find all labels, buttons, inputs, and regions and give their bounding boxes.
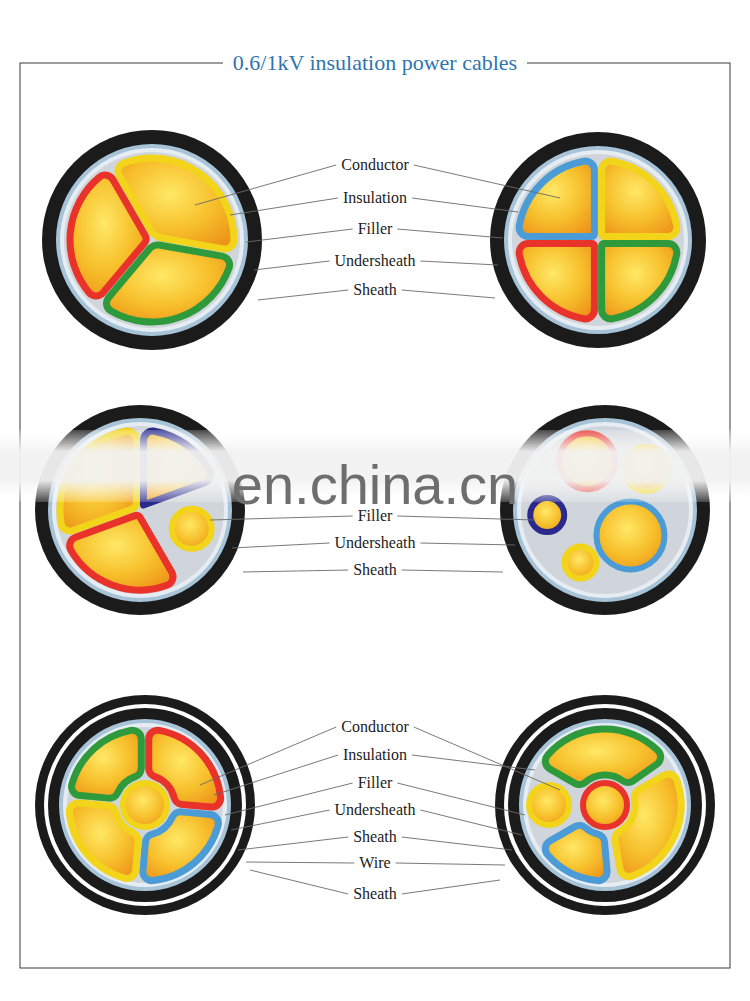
undersheath [58, 146, 246, 334]
leader-line [412, 755, 535, 770]
leader-line [412, 198, 518, 212]
frame [20, 63, 730, 968]
leader-line [420, 810, 522, 835]
leader-line [402, 880, 500, 894]
sector-core [602, 161, 677, 236]
round-core [123, 783, 167, 827]
leader-line [231, 810, 330, 830]
sector-core [519, 161, 594, 236]
leader-line [250, 870, 348, 894]
outer-sheath [490, 132, 706, 348]
leader-line [230, 198, 338, 215]
part-label: Insulation [343, 746, 407, 764]
round-core [172, 509, 212, 549]
leader-line [414, 727, 560, 790]
leader-line [254, 261, 330, 270]
cable-section [42, 130, 262, 350]
leader-line [397, 229, 503, 238]
leader-line [402, 290, 495, 298]
leader-line [225, 783, 353, 815]
leader-line [402, 570, 503, 572]
outer-sheath [42, 130, 262, 350]
leader-line [246, 862, 354, 863]
leader-line [258, 290, 348, 300]
leader-line [200, 727, 336, 785]
leader-line [210, 516, 353, 520]
sector-core [615, 774, 681, 877]
sector-core [545, 729, 660, 785]
sector-core [70, 515, 173, 590]
title: 0.6/1kV insulation power cables [223, 50, 527, 76]
outer-sheath [35, 695, 255, 915]
filler [527, 727, 683, 883]
undersheath [521, 721, 689, 889]
part-label: Sheath [353, 828, 397, 846]
part-label: Filler [358, 774, 393, 792]
cable-section [490, 132, 706, 348]
part-label: Conductor [341, 718, 409, 736]
leader-line [396, 863, 505, 865]
part-label: Conductor [341, 156, 409, 174]
part-label: Filler [358, 507, 393, 525]
inner-sheath [48, 708, 242, 902]
leader-line [232, 543, 330, 548]
outer-sheath [495, 695, 715, 915]
part-label: Wire [359, 854, 390, 872]
filler [64, 152, 240, 328]
leader-line [414, 165, 560, 198]
watermark: en.china.cn [232, 457, 518, 513]
leader-line [402, 837, 512, 850]
leader-line [397, 516, 535, 520]
round-core [583, 783, 627, 827]
filler [67, 727, 223, 883]
part-label: Undersheath [335, 252, 416, 270]
cable-section [35, 695, 255, 915]
part-label: Undersheath [335, 534, 416, 552]
sector-core [602, 244, 677, 319]
leader-line [195, 165, 336, 205]
armour-wire [504, 704, 706, 906]
leader-line [420, 261, 498, 265]
part-label: Sheath [353, 885, 397, 903]
sector-core [545, 825, 607, 880]
part-label: Insulation [343, 189, 407, 207]
inner-sheath [508, 708, 702, 902]
leader-line [420, 543, 515, 545]
leader-line [397, 783, 525, 815]
cable-section [495, 695, 715, 915]
part-label: Sheath [353, 281, 397, 299]
sector-core [519, 244, 594, 319]
leader-line [214, 755, 338, 795]
round-core [530, 498, 564, 532]
leader-line [243, 570, 348, 572]
undersheath [61, 721, 229, 889]
round-core [529, 785, 569, 825]
armour-wire [44, 704, 246, 906]
undersheath [506, 148, 690, 332]
sector-core [70, 175, 146, 296]
round-core [564, 547, 596, 579]
part-label: Sheath [353, 561, 397, 579]
part-label: Filler [358, 220, 393, 238]
leader-line [238, 837, 348, 850]
leader-line [246, 229, 353, 242]
filler [512, 154, 684, 326]
round-core [596, 501, 664, 569]
part-label: Undersheath [335, 801, 416, 819]
